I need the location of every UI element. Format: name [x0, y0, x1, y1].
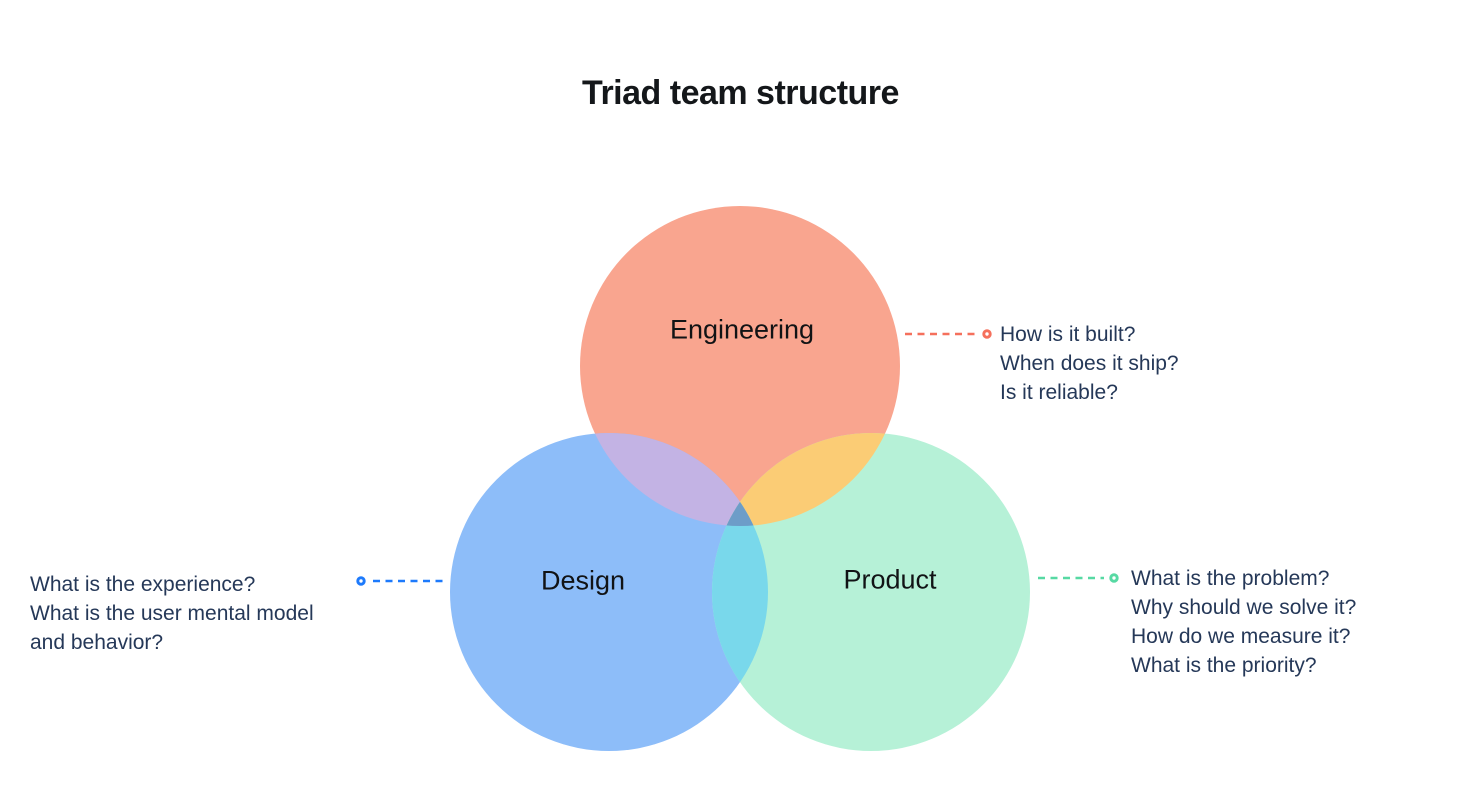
question-line: How do we measure it? — [1131, 625, 1351, 648]
engineering-design-overlap — [580, 433, 768, 526]
design-questions: What is the experience? What is the user… — [30, 570, 314, 657]
product-label: Product — [843, 564, 937, 595]
question-line: Is it reliable? — [1000, 381, 1118, 404]
product-connector-marker-icon — [1109, 573, 1119, 583]
design-connector-marker-icon — [356, 576, 366, 586]
question-line: Why should we solve it? — [1131, 596, 1357, 619]
question-line: What is the problem? — [1131, 567, 1330, 590]
engineering-questions: How is it built? When does it ship? Is i… — [1000, 320, 1179, 407]
engineering-connector-marker-icon — [982, 329, 992, 339]
question-line: What is the priority? — [1131, 654, 1317, 677]
question-line: What is the experience? — [30, 573, 256, 596]
engineering-label: Engineering — [669, 314, 815, 345]
question-line: and behavior? — [30, 631, 164, 654]
product-questions: What is the problem? Why should we solve… — [1131, 564, 1356, 680]
question-line: When does it ship? — [1000, 352, 1179, 375]
page-title: Triad team structure — [582, 74, 899, 112]
question-line: What is the user mental model — [30, 602, 314, 625]
question-line: How is it built? — [1000, 323, 1136, 346]
engineering-product-overlap — [712, 433, 900, 526]
design-label: Design — [540, 565, 626, 596]
